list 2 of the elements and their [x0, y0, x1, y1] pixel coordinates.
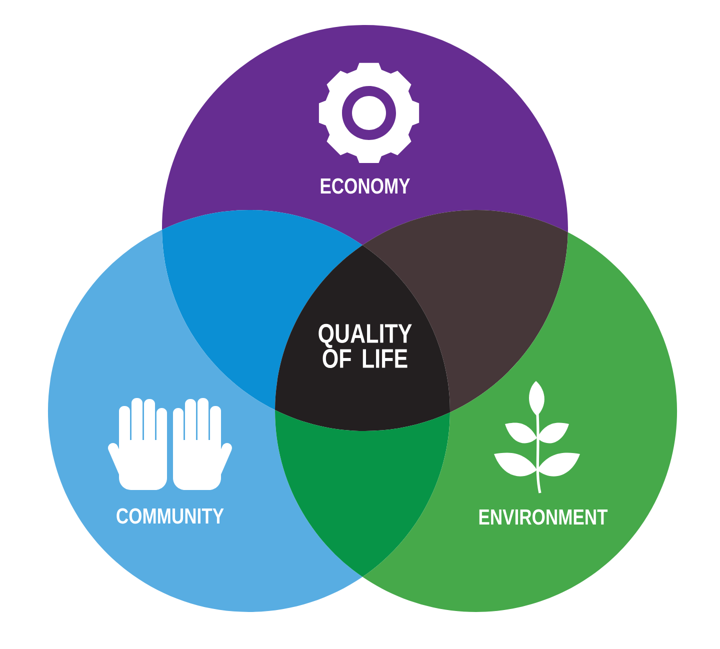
overlap-region: QUALITY OF LIFE [275, 245, 450, 431]
overlap-region [275, 410, 450, 577]
